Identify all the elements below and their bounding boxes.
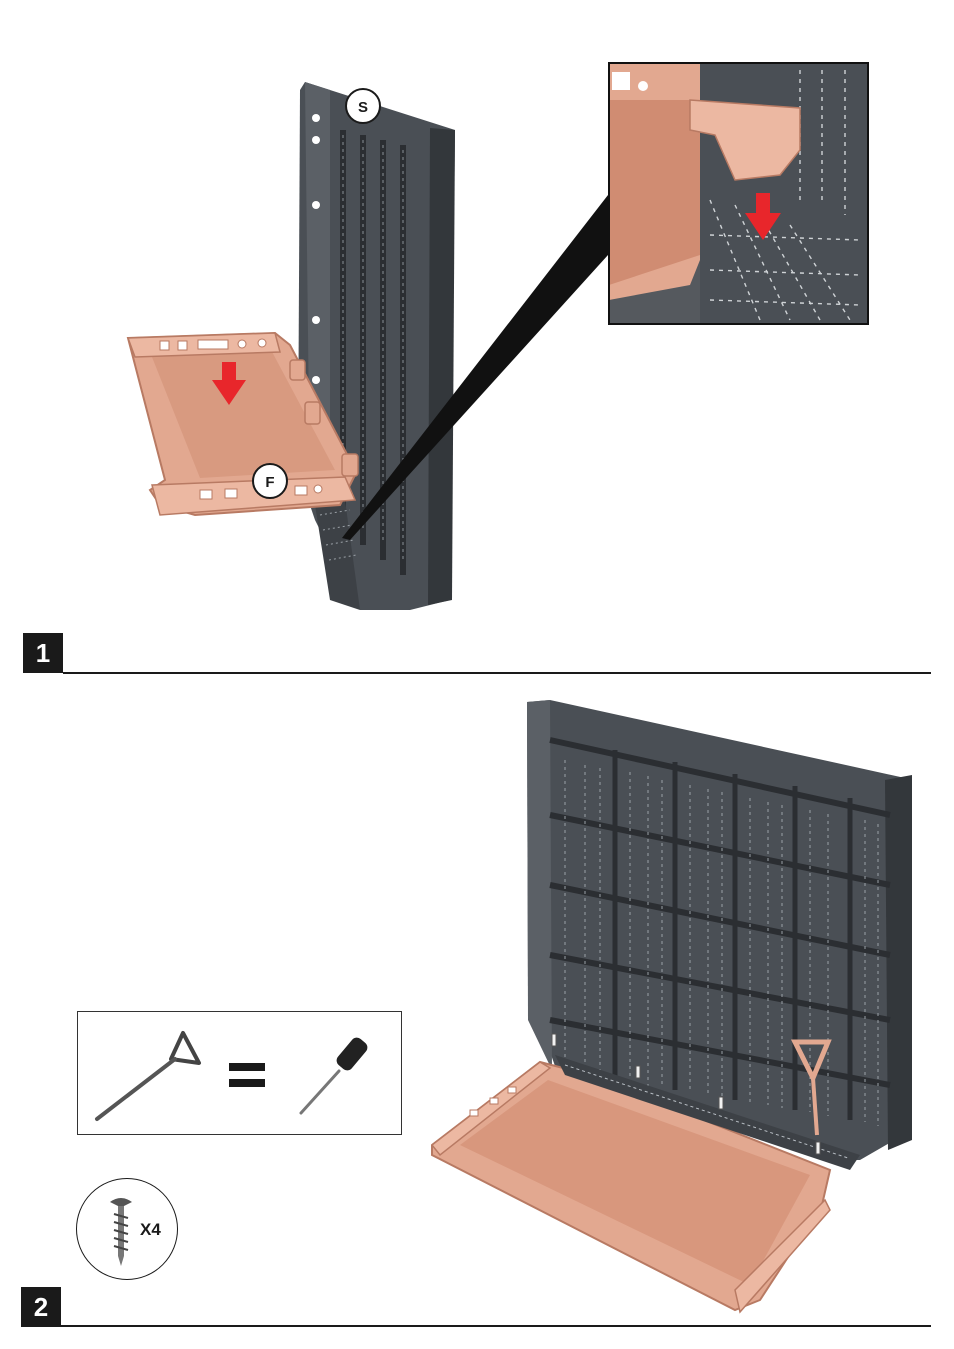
- step-divider-2: [61, 1325, 931, 1327]
- callout-s: S: [345, 88, 381, 124]
- tool-icons: [77, 1011, 402, 1135]
- screwdriver-icon: [301, 1035, 370, 1113]
- step-divider-1: [63, 672, 931, 674]
- equals-icon: [229, 1063, 265, 1087]
- allen-key-icon: [97, 1033, 199, 1119]
- callout-f: F: [252, 463, 288, 499]
- step-number-1: 1: [23, 633, 63, 673]
- side-panel-s: [298, 82, 455, 610]
- screw-icon: [106, 1192, 136, 1282]
- detail-frame: [608, 62, 869, 325]
- screw-quantity: X4: [140, 1220, 161, 1240]
- step-number-2: 2: [21, 1287, 61, 1327]
